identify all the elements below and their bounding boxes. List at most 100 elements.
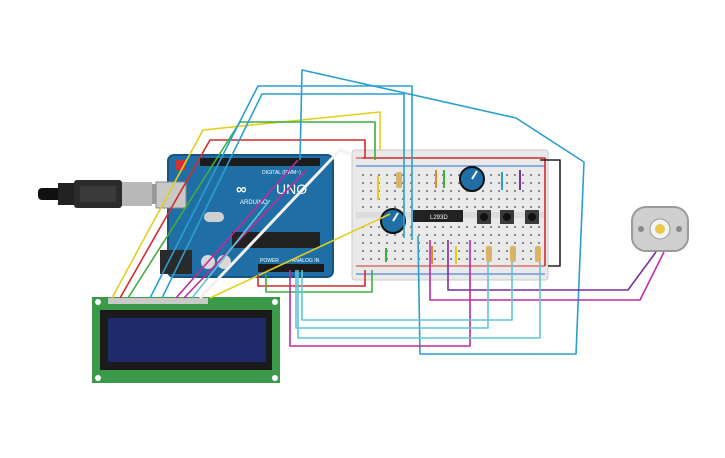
breadboard-hole xyxy=(506,250,508,252)
breadboard-hole xyxy=(370,242,372,244)
breadboard-hole xyxy=(418,242,420,244)
breadboard-hole xyxy=(506,234,508,236)
breadboard-hole xyxy=(466,234,468,236)
breadboard-hole xyxy=(514,226,516,228)
breadboard-hole xyxy=(394,242,396,244)
arduino-uno-board[interactable]: ∞ UNO ARDUINO DIGITAL (PWM~) POWER ANALO… xyxy=(155,154,334,278)
breadboard-hole xyxy=(362,206,364,208)
breadboard-hole xyxy=(522,234,524,236)
breadboard-hole xyxy=(402,190,404,192)
resistor-4 xyxy=(535,246,541,262)
motor-driver-ic[interactable]: L293D xyxy=(413,210,463,222)
breadboard-hole xyxy=(394,182,396,184)
breadboard-hole xyxy=(394,190,396,192)
breadboard-hole xyxy=(386,206,388,208)
breadboard-hole xyxy=(370,226,372,228)
breadboard-hole xyxy=(378,258,380,260)
breadboard-hole xyxy=(434,242,436,244)
breadboard-hole xyxy=(410,234,412,236)
breadboard-hole xyxy=(506,198,508,200)
breadboard-hole xyxy=(530,206,532,208)
wire-blue-3 xyxy=(299,69,585,355)
breadboard-hole xyxy=(474,226,476,228)
breadboard-hole xyxy=(466,250,468,252)
breadboard-hole xyxy=(402,198,404,200)
breadboard-hole xyxy=(498,250,500,252)
breadboard-hole xyxy=(386,174,388,176)
breadboard-hole xyxy=(434,258,436,260)
ic-label: L293D xyxy=(430,215,448,221)
breadboard-hole xyxy=(474,198,476,200)
breadboard-hole xyxy=(490,206,492,208)
breadboard-hole xyxy=(506,258,508,260)
breadboard-hole xyxy=(378,234,380,236)
breadboard-hole xyxy=(498,234,500,236)
breadboard-hole xyxy=(522,226,524,228)
breadboard-hole xyxy=(538,226,540,228)
breadboard-hole xyxy=(426,182,428,184)
breadboard-hole xyxy=(402,206,404,208)
breadboard-hole xyxy=(442,206,444,208)
breadboard-hole xyxy=(466,198,468,200)
push-button-3[interactable] xyxy=(525,210,539,224)
breadboard-hole xyxy=(402,242,404,244)
breadboard-hole xyxy=(522,182,524,184)
breadboard-hole xyxy=(370,174,372,176)
breadboard-hole xyxy=(370,250,372,252)
breadboard-hole xyxy=(450,234,452,236)
breadboard-hole xyxy=(410,258,412,260)
breadboard-hole xyxy=(442,190,444,192)
breadboard-hole xyxy=(490,234,492,236)
breadboard-hole xyxy=(362,190,364,192)
breadboard-hole xyxy=(370,258,372,260)
breadboard-hole xyxy=(434,206,436,208)
breadboard-hole xyxy=(514,242,516,244)
breadboard-hole xyxy=(362,182,364,184)
potentiometer-1[interactable] xyxy=(380,208,406,234)
breadboard-hole xyxy=(450,182,452,184)
wire-magenta-4 xyxy=(429,240,665,301)
wire-magenta-1 xyxy=(175,159,299,299)
wire-red-3 xyxy=(362,157,546,266)
breadboard-hole xyxy=(426,234,428,236)
potentiometer-2[interactable] xyxy=(459,166,485,192)
breadboard-hole xyxy=(474,206,476,208)
breadboard-hole xyxy=(538,190,540,192)
breadboard-hole xyxy=(482,258,484,260)
breadboard-hole xyxy=(402,250,404,252)
breadboard-hole xyxy=(538,174,540,176)
breadboard-hole xyxy=(434,234,436,236)
breadboard-hole xyxy=(450,174,452,176)
arduino-brand-label: ARDUINO xyxy=(240,200,268,206)
resistor-1 xyxy=(396,172,402,188)
breadboard-hole xyxy=(386,198,388,200)
breadboard-hole xyxy=(410,198,412,200)
breadboard-hole xyxy=(466,206,468,208)
breadboard-hole xyxy=(474,242,476,244)
breadboard-hole xyxy=(530,174,532,176)
push-button-1[interactable] xyxy=(477,210,491,224)
breadboard-hole xyxy=(442,198,444,200)
push-button-2[interactable] xyxy=(500,210,514,224)
breadboard-hole xyxy=(450,258,452,260)
breadboard-hole xyxy=(458,182,460,184)
breadboard-hole xyxy=(458,190,460,192)
wire-magenta-3 xyxy=(289,240,471,347)
wire-yellow-2 xyxy=(209,213,391,299)
breadboard-hole xyxy=(402,234,404,236)
breadboard-hole xyxy=(482,226,484,228)
breadboard-hole xyxy=(386,182,388,184)
breadboard-hole xyxy=(538,198,540,200)
breadboard-hole xyxy=(442,234,444,236)
breadboard-hole xyxy=(370,206,372,208)
breadboard-hole xyxy=(442,258,444,260)
breadboard-hole xyxy=(362,234,364,236)
dc-motor[interactable] xyxy=(631,206,689,252)
lcd-16x2-display[interactable] xyxy=(92,297,280,383)
breadboard-hole xyxy=(490,198,492,200)
wires xyxy=(111,69,665,355)
breadboard-hole xyxy=(514,190,516,192)
breadboard-hole xyxy=(362,258,364,260)
breadboard-hole xyxy=(362,242,364,244)
